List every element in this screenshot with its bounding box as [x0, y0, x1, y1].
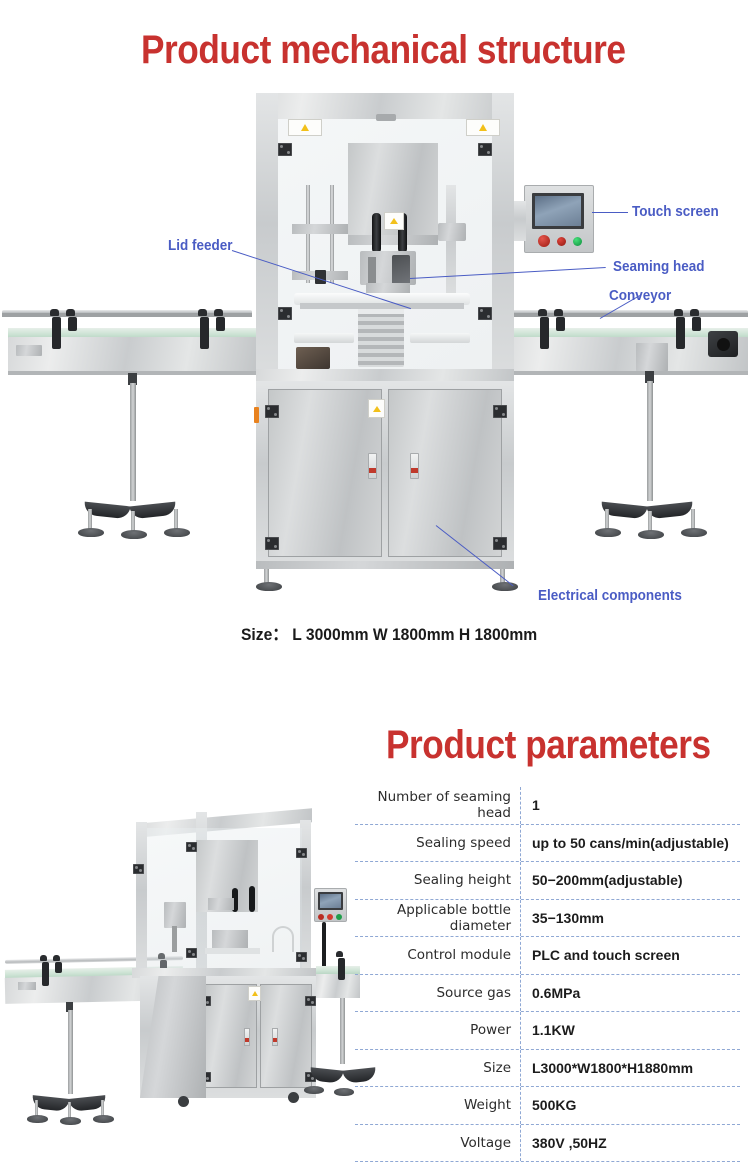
table-row: Voltage 380V ,50HZ	[355, 1124, 740, 1162]
callout-label-touch-screen: Touch screen	[632, 204, 719, 220]
spec-label: Sealing speed	[355, 824, 521, 861]
table-row: Source gas 0.6MPa	[355, 974, 740, 1012]
table-row: Applicable bottle diameter 35−130mm	[355, 899, 740, 937]
spec-label: Voltage	[355, 1124, 521, 1161]
table-row: Number of seaming head 1	[355, 787, 740, 825]
spec-value: 1	[532, 797, 540, 814]
spec-label: Source gas	[355, 974, 521, 1011]
spec-value: 380V ,50HZ	[532, 1134, 607, 1151]
product-parameters-table: Number of seaming head 1 Sealing speed u…	[355, 787, 740, 1162]
spec-value: 50−200mm(adjustable)	[532, 872, 683, 889]
spec-label: Size	[355, 1049, 521, 1086]
machine-photo-front-view	[0, 85, 750, 605]
table-row: Sealing speed up to 50 cans/min(adjustab…	[355, 824, 740, 862]
table-row: Size L3000*W1800*H1880mm	[355, 1049, 740, 1087]
callout-label-seaming-head: Seaming head	[613, 259, 705, 275]
spec-value: L3000*W1800*H1880mm	[532, 1059, 694, 1076]
spec-value: 500KG	[532, 1097, 577, 1114]
callout-label-conveyor: Conveyor	[609, 288, 672, 304]
spec-value: 1.1KW	[532, 1022, 575, 1039]
machine-size-caption: Size： L 3000mm W 1800mm H 1800mm	[241, 625, 538, 644]
callout-label-electrical-components: Electrical components	[538, 588, 682, 604]
spec-label: Control module	[355, 937, 521, 974]
leader-line-touch-screen	[592, 212, 628, 213]
spec-label: Power	[355, 1012, 521, 1049]
machine-photo-perspective-view	[0, 790, 377, 1170]
spec-value: PLC and touch screen	[532, 947, 680, 964]
callout-label-lid-feeder: Lid feeder	[168, 238, 233, 254]
spec-value: 0.6MPa	[532, 984, 581, 1001]
page-title-mechanical-structure: Product mechanical structure	[141, 28, 626, 72]
spec-value: 35−130mm	[532, 909, 605, 926]
table-row: Sealing height 50−200mm(adjustable)	[355, 862, 740, 900]
page-title-product-parameters: Product parameters	[386, 723, 711, 767]
spec-label: Weight	[355, 1087, 521, 1124]
table-row: Power 1.1KW	[355, 1012, 740, 1050]
spec-label: Applicable bottle diameter	[355, 899, 521, 936]
spec-label: Number of seaming head	[355, 787, 521, 824]
table-row: Weight 500KG	[355, 1087, 740, 1125]
spec-label: Sealing height	[355, 862, 521, 899]
spec-value: up to 50 cans/min(adjustable)	[532, 834, 729, 851]
table-row: Control module PLC and touch screen	[355, 937, 740, 975]
